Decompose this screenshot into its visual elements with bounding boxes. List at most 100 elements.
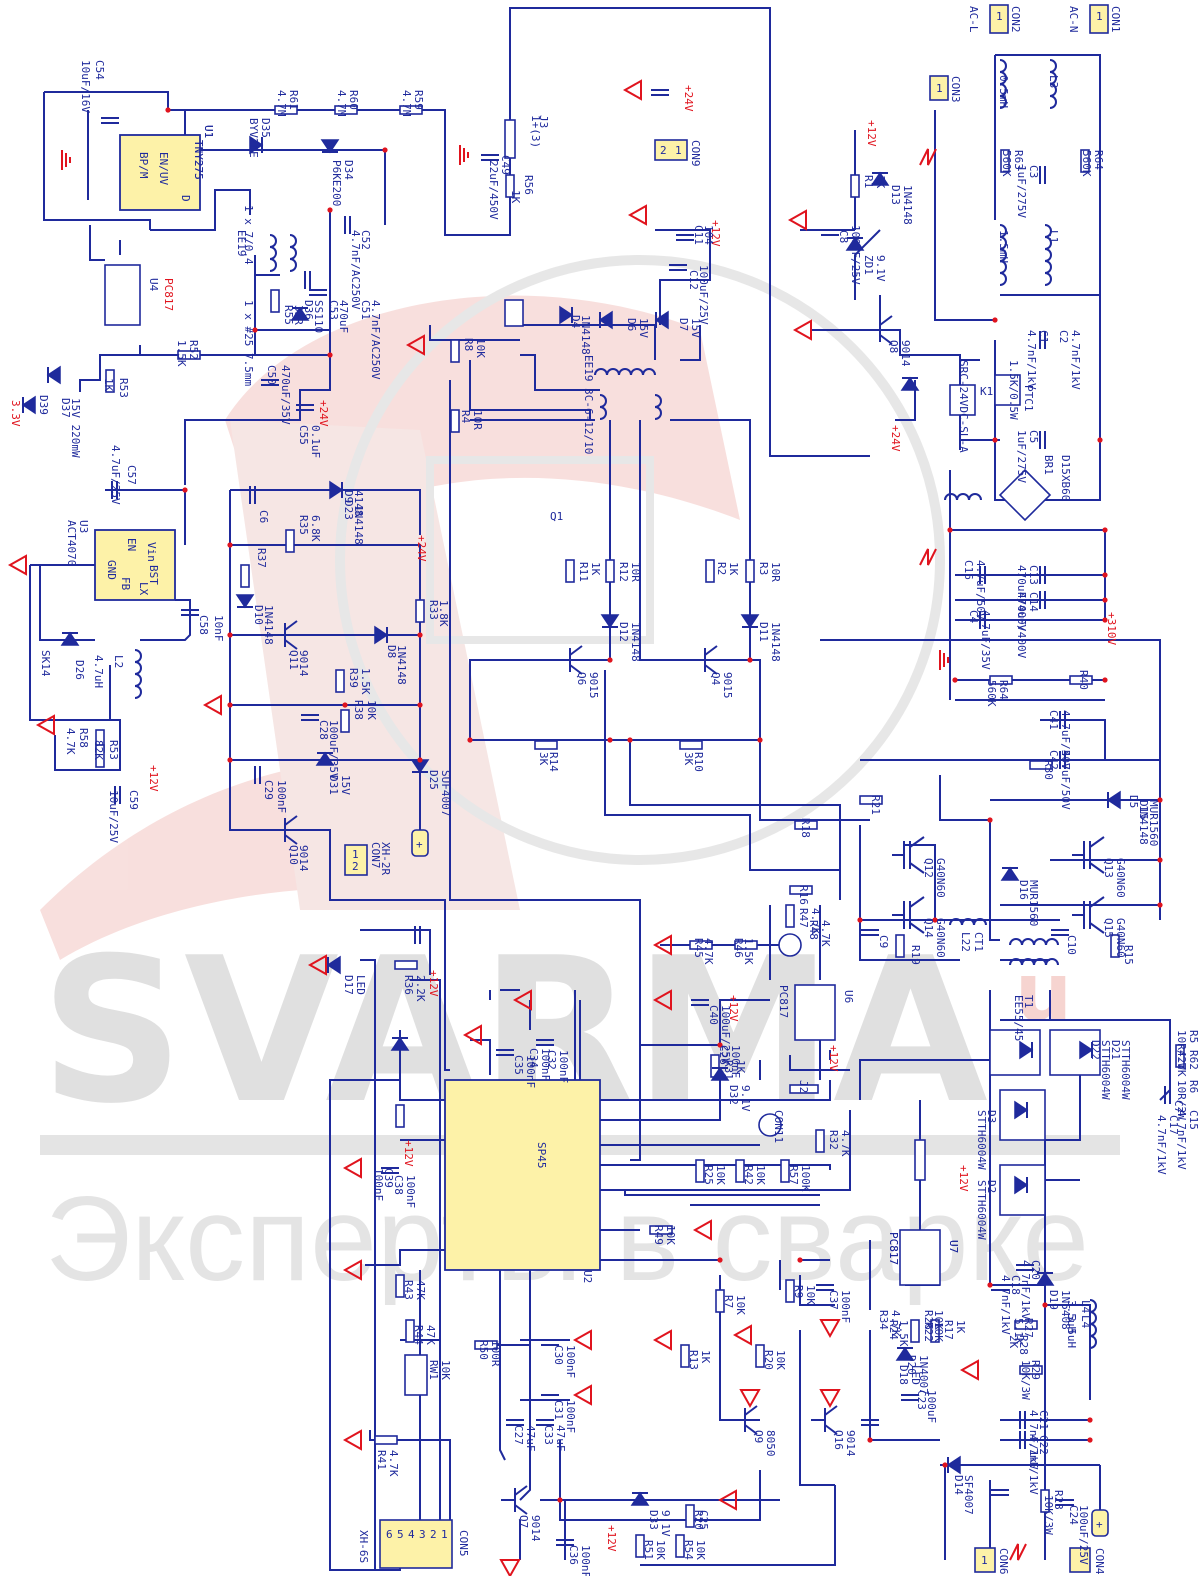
connector-con8[interactable]: + xyxy=(411,829,429,857)
ground-c30 xyxy=(572,1329,592,1351)
resistor-r55 xyxy=(270,289,280,313)
ref-label-j3v: 1+(3) xyxy=(529,115,542,148)
capacitor-c22 xyxy=(1019,1431,1026,1449)
connector-con7-pin2: 2 xyxy=(352,860,359,873)
rail-label-12v-g: +12V xyxy=(957,1165,970,1192)
inductor-l4 xyxy=(1089,1299,1097,1349)
ref-label-q15v: G40N60 xyxy=(1114,918,1127,958)
capacitor-c54 xyxy=(101,117,119,124)
diode-d8 xyxy=(374,625,389,645)
ref-label-c57v: 4.7uF/25V xyxy=(109,445,122,505)
junction-node xyxy=(987,817,993,823)
ref-label-d6v: 15V xyxy=(637,318,650,338)
connector-con7-label: XH-2R xyxy=(379,842,392,875)
ref-label-r43: R43 xyxy=(402,1280,415,1300)
ref-label-d25: D25 xyxy=(427,770,440,790)
junction-node xyxy=(1157,797,1163,803)
transformer-core: EE19 xyxy=(235,230,248,257)
junction-node xyxy=(467,737,473,743)
ref-label-c32: C32 xyxy=(545,1050,558,1070)
ref-label-c5v: 1uF/275V xyxy=(1015,430,1028,483)
ref-label-r56v: 1K xyxy=(509,190,522,204)
ref-label-r35v: 6.8K xyxy=(309,515,322,542)
ref-label-c20: C20 xyxy=(1029,1260,1042,1280)
ref-label-d3v: STTH6004W xyxy=(975,1110,988,1170)
ground-r20 xyxy=(732,1324,752,1346)
ref-label-r58v: 4.7K xyxy=(64,728,77,755)
ref-label-r17v: 1K xyxy=(954,1320,967,1334)
ref-label-c2: C2 xyxy=(1057,330,1070,343)
connector-con4-base[interactable]: CON4 xyxy=(1069,1547,1106,1575)
ref-label-l4v: 3.5uH xyxy=(1065,1300,1078,1333)
junction-node xyxy=(797,1257,803,1263)
connector-ac-l[interactable]: 1 CON2 AC-L xyxy=(967,4,1022,34)
ref-label-c58: C58 xyxy=(197,615,210,635)
ref-label-c36v: 100nF xyxy=(579,1545,592,1576)
connector-con3[interactable]: 1 CON3 xyxy=(929,75,962,103)
connector-con4[interactable]: + xyxy=(1091,1509,1109,1537)
ref-label-d6: D6 xyxy=(625,318,638,331)
diode-d16 xyxy=(1000,866,1020,881)
ref-label-q9: Q9 xyxy=(752,1430,765,1443)
ref-label-c38: C38 xyxy=(392,1175,405,1195)
ref-label-r49v: 10K xyxy=(664,1225,677,1245)
ref-label-r32: R32 xyxy=(827,1130,840,1150)
capacitor-c40 xyxy=(861,1419,879,1426)
connector-con9[interactable]: 2 1 CON9 xyxy=(654,139,702,167)
ref-label-d16: D16 xyxy=(1017,880,1030,900)
connector-con5[interactable]: 6 5 4 3 2 1 CON5 XH-6S xyxy=(357,1519,470,1569)
igbt-q13 xyxy=(1072,836,1105,874)
junction-node xyxy=(747,657,753,663)
ref-label-q7: Q7 xyxy=(517,1515,530,1528)
ref-label-d13v: 1N4148 xyxy=(901,185,914,225)
ref-label-tny_ref: U1 xyxy=(202,125,215,138)
resistor-r7 xyxy=(715,1289,725,1313)
ref-label-r29: R29 xyxy=(1029,1360,1042,1380)
inductor-l3-b xyxy=(1049,59,1057,109)
ref-label-r54v: 10K xyxy=(694,1540,707,1560)
ground-u2-top xyxy=(512,989,532,1011)
ref-label-zd1: ZD1 xyxy=(862,255,875,275)
ref-label-q12: Q12 xyxy=(922,858,935,878)
ref-label-r16: R16 xyxy=(797,885,810,905)
ptc-ref: PTC1 xyxy=(1022,385,1035,412)
capacitor-c30 xyxy=(541,1339,559,1346)
ref-label-c49: C49 xyxy=(499,155,512,175)
connector-con6[interactable]: 1 CON6 xyxy=(974,1547,1010,1575)
connector-ac-n[interactable]: 1 CON1 AC-N xyxy=(1067,4,1122,34)
ref-label-q16v: 9014 xyxy=(844,1430,857,1457)
chip-u3-ref: U3 xyxy=(77,520,90,533)
ground-12v-b xyxy=(792,319,812,341)
diode-d33 xyxy=(630,1491,650,1506)
optocoupler-u6-part: PC817 xyxy=(777,985,790,1018)
ref-label-c30: C30 xyxy=(552,1345,565,1365)
ref-label-c55v: 0.1uF xyxy=(309,425,322,458)
capacitor-c36 xyxy=(556,1539,574,1546)
ref-label-r18: R18 xyxy=(799,818,812,838)
resistor-r46 xyxy=(989,675,1013,685)
optocoupler-u4-ref: U4 xyxy=(147,278,160,292)
ref-label-r37: R37 xyxy=(255,548,268,568)
resistor-r21 xyxy=(859,795,883,805)
ref-label-c1: C1 xyxy=(1037,330,1050,343)
ref-label-d9v: 4148 xyxy=(352,490,365,517)
diode-module-d2 xyxy=(999,1164,1046,1216)
ref-label-r14: R14 xyxy=(547,752,560,772)
connector-con5-pin3: 3 xyxy=(419,1528,426,1541)
ref-label-c40v: 100uF/25V xyxy=(719,1005,732,1065)
resistor-r1 xyxy=(850,174,860,198)
ref-label-c41: C41 xyxy=(1047,710,1060,730)
ref-label-r11: R11 xyxy=(577,562,590,582)
ref-label-c54: C54 xyxy=(93,60,106,80)
wire-net xyxy=(29,7,1171,1571)
connector-ac-l-pin: 1 xyxy=(996,10,1003,23)
capacitor-c51 xyxy=(304,271,311,289)
connector-ac-n-label: AC-N xyxy=(1067,6,1080,33)
ref-label-d2: D2 xyxy=(985,1180,998,1193)
connector-con7[interactable]: 1 2 CON7 XH-2R xyxy=(344,842,392,876)
diode-d3 xyxy=(1014,1100,1029,1120)
ref-label-d23: D23 xyxy=(342,500,355,520)
ref-label-c49v: 22uF/450V xyxy=(487,160,500,220)
ref-label-r39: R39 xyxy=(347,668,360,688)
ref-label-c52v: 4.7nF/AC250V xyxy=(349,230,362,310)
